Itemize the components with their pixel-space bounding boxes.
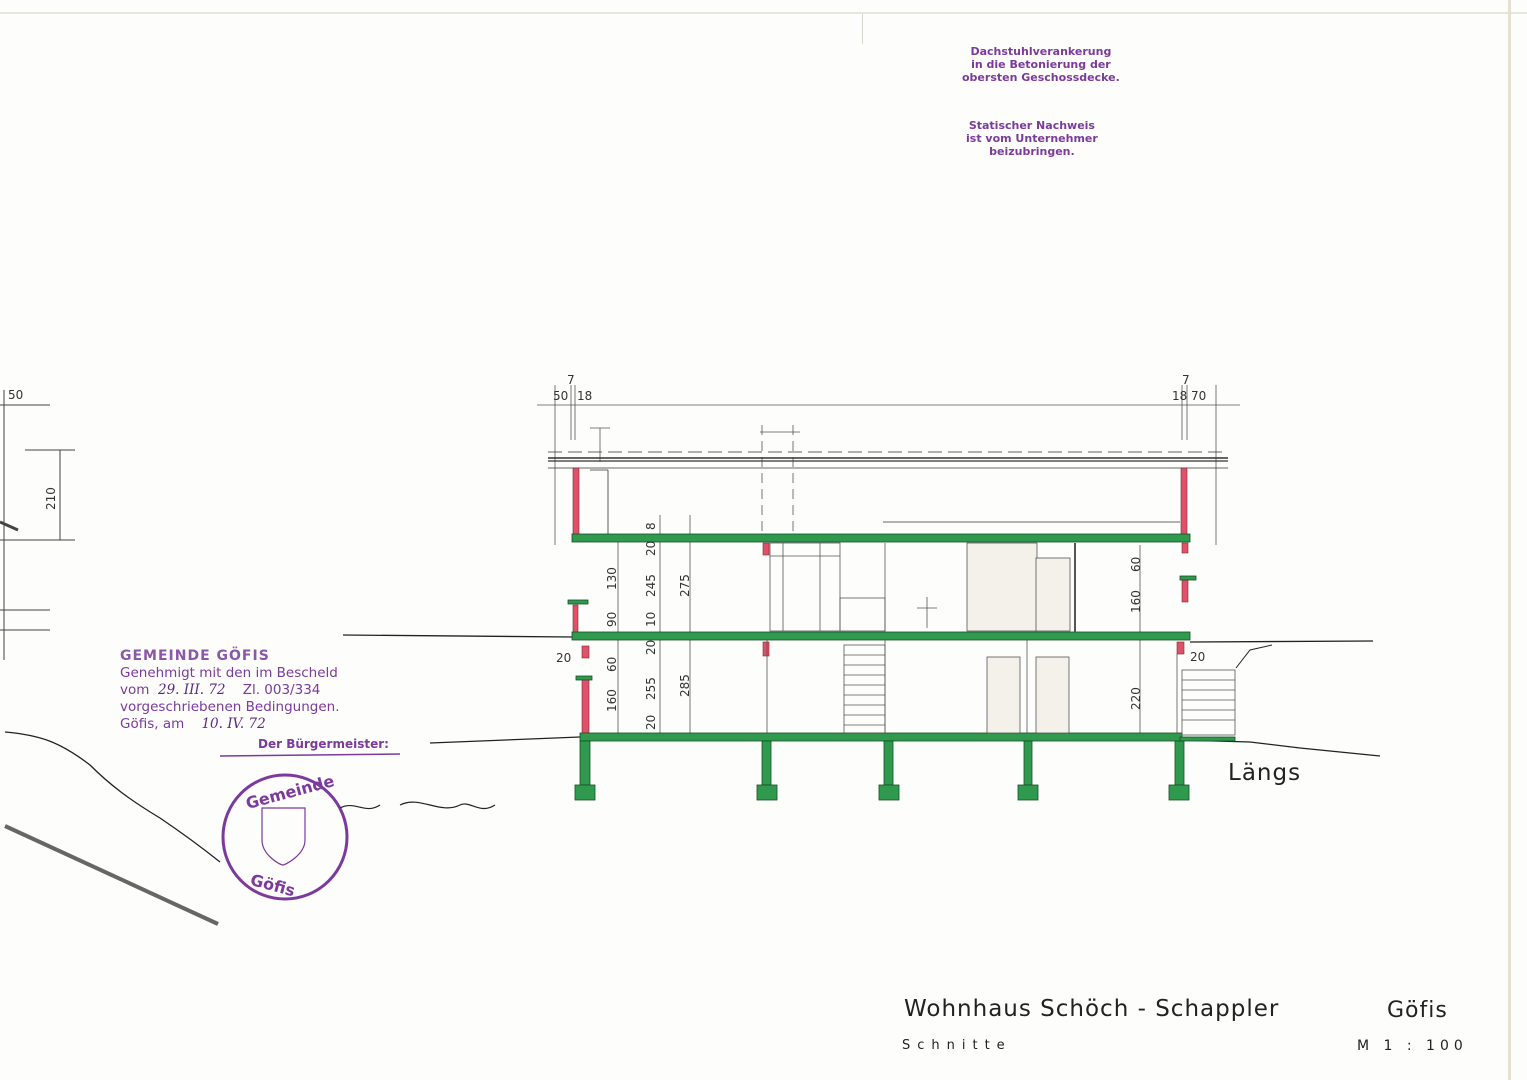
dim-top-right-18: 18	[1172, 389, 1187, 403]
drawing-subtitle: Schnitte	[902, 1038, 1012, 1053]
dim-20b: 20	[644, 640, 658, 655]
parapet-left	[572, 467, 580, 536]
ground-line-lower-right	[1179, 739, 1381, 757]
approval-line: Göfis, am 10. IV. 72	[120, 716, 389, 733]
dim-right-220: 220	[1129, 687, 1143, 710]
slab-ground	[579, 732, 1183, 742]
dim-285: 285	[678, 674, 692, 697]
drawing-scale: M 1 : 100	[1357, 1038, 1468, 1054]
terrain-line	[4, 731, 221, 863]
dim-right-160: 160	[1129, 590, 1143, 613]
slab-upper	[571, 533, 1191, 543]
dim-left-50: 50	[8, 388, 23, 402]
floor-slabs	[567, 533, 1236, 801]
approval-sign-date: 10. IV. 72	[201, 716, 266, 732]
mayor-label: Der Bürgermeister:	[258, 737, 389, 751]
parapet-right	[1180, 467, 1188, 536]
dim-20-left: 20	[556, 651, 571, 665]
dim-left-210: 210	[44, 487, 58, 510]
note-line: beizubringen.	[989, 145, 1075, 158]
dim-right-20: 20	[1190, 650, 1205, 664]
stair-treads	[844, 654, 885, 726]
seal-text-top: Gemeinde	[244, 771, 337, 813]
section-label: Längs	[1228, 760, 1302, 786]
dim-top-18: 18	[577, 389, 592, 403]
fold-line	[862, 14, 863, 44]
approval-heading: GEMEINDE GÖFIS	[120, 648, 270, 664]
dim-top-7: 7	[567, 373, 575, 387]
roof	[548, 451, 1228, 535]
approval-ref: Zl. 003/334	[242, 682, 321, 698]
dim-130: 130	[605, 567, 619, 590]
approval-vom: vom	[120, 682, 150, 698]
coat-of-arms-icon	[261, 807, 306, 866]
dim-right-60: 60	[1129, 557, 1143, 572]
slab-middle	[571, 631, 1191, 641]
ground-line-upper-right	[1189, 640, 1374, 643]
municipal-seal	[219, 753, 401, 901]
dim-top-right-7: 7	[1182, 373, 1190, 387]
stair-exterior	[1181, 669, 1236, 736]
dim-top-right-70: 70	[1191, 389, 1206, 403]
window-door	[769, 542, 841, 632]
ground-line-upper-left	[342, 634, 573, 638]
dim-90: 90	[605, 612, 619, 627]
note-stamp-static-proof: Statischer Nachweis ist vom Unternehmer …	[966, 119, 1098, 158]
note-line: in die Betonierung der	[971, 58, 1111, 71]
interior-elements	[766, 542, 1236, 736]
sheet-border-right	[1508, 0, 1511, 1080]
slope-line	[4, 824, 219, 926]
dim-275: 275	[678, 574, 692, 597]
project-place: Göfis	[1387, 998, 1448, 1023]
ground-line-lower-left	[429, 736, 581, 744]
approval-stamp: GEMEINDE GÖFIS Genehmigt mit den im Besc…	[120, 648, 389, 753]
left-partial-drawing	[0, 390, 75, 660]
stair-lower	[843, 644, 886, 734]
walls	[572, 467, 1189, 734]
seal-text-bottom: Göfis	[248, 870, 297, 900]
approval-line: vorgeschriebenen Bedingungen.	[120, 699, 340, 715]
dim-10: 10	[644, 612, 658, 627]
dim-245: 245	[644, 574, 658, 597]
note-line: Statischer Nachweis	[968, 119, 1095, 132]
dim-top-50: 50	[553, 389, 568, 403]
note-line: ist vom Unternehmer	[966, 132, 1098, 145]
note-line: obersten Geschossdecke.	[962, 71, 1120, 84]
dim-255: 255	[644, 677, 658, 700]
signature	[339, 801, 496, 810]
note-stamp-roof-anchoring: Dachstuhlverankerung in die Betonierung …	[962, 45, 1120, 84]
approval-place: Göfis, am	[120, 716, 185, 732]
dim-60: 60	[605, 657, 619, 672]
approval-line: Genehmigt mit den im Bescheld	[120, 665, 338, 681]
project-title: Wohnhaus Schöch - Schappler	[904, 996, 1280, 1022]
approval-line: vom 29. III. 72 Zl. 003/334	[120, 682, 389, 699]
dim-20c: 20	[644, 715, 658, 730]
note-line: Dachstuhlverankerung	[970, 45, 1112, 58]
sheet-border-top	[0, 12, 1527, 14]
dim-160: 160	[605, 689, 619, 712]
dim-8: 8	[644, 522, 658, 530]
dim-20: 20	[644, 541, 658, 556]
approval-date: 29. III. 72	[158, 682, 226, 698]
